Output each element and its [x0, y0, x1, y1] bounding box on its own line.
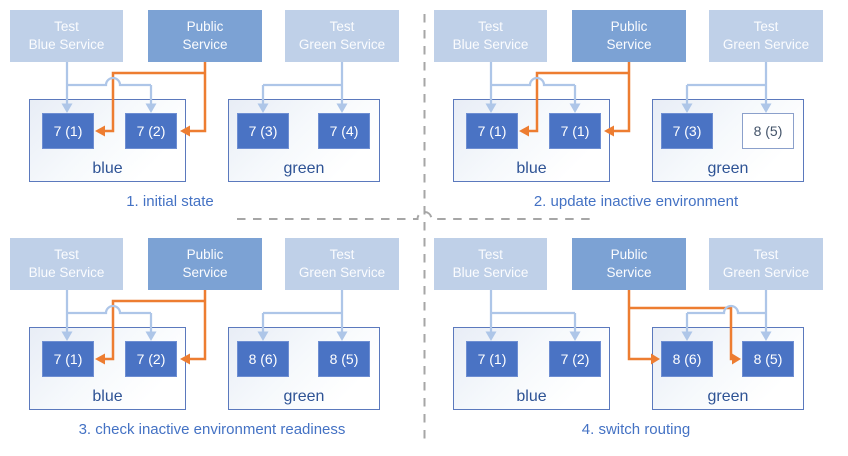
service-label-line: Public — [186, 247, 224, 263]
public-service-box: Public Service — [572, 10, 686, 62]
pod-box: 7 (2) — [125, 113, 177, 149]
service-label-line: Test — [329, 19, 355, 35]
panel-check-inactive-environment-readiness: blue green 7 (1) 7 (2) 8 (6) 8 (5) Test … — [0, 228, 424, 456]
pod-box: 7 (2) — [549, 341, 601, 377]
environment-label: blue — [516, 160, 547, 177]
pod-box: 7 (3) — [237, 113, 289, 149]
panel-initial-state: blue green 7 (1) 7 (2) 7 (3) 7 (4) Test … — [0, 0, 424, 228]
pod-box: 8 (6) — [237, 341, 289, 377]
pod-box: 7 (3) — [661, 113, 713, 149]
pod-box: 7 (2) — [125, 341, 177, 377]
service-label-line: Service — [182, 37, 228, 52]
test-service-arrows — [65, 62, 344, 104]
panel-caption: 3. check inactive environment readiness — [78, 421, 346, 438]
pod-box: 8 (5) — [318, 341, 370, 377]
panel-caption: 2. update inactive environment — [533, 193, 739, 210]
pod-box: 7 (1) — [42, 113, 94, 149]
service-label-line: Test — [329, 247, 355, 263]
service-label-line: Service — [606, 37, 652, 52]
service-label-line: Blue Service — [452, 265, 529, 280]
service-label-line: Service — [182, 265, 228, 280]
panel-switch-routing: blue green 7 (1) 7 (2) 8 (6) 8 (5) Test … — [424, 228, 848, 456]
pod-box: 7 (4) — [318, 113, 370, 149]
service-label-line: Test — [753, 19, 779, 35]
environment-label: green — [707, 388, 749, 405]
panel-update-inactive-environment: blue green 7 (1) 7 (1) 7 (3) 8 (5) Test … — [424, 0, 848, 228]
environment-label: green — [707, 160, 749, 177]
service-label-line: Blue Service — [28, 265, 105, 280]
service-label-line: Blue Service — [28, 37, 105, 52]
test-blue-service-box: Test Blue Service — [10, 238, 123, 290]
environment-label: blue — [92, 388, 123, 405]
test-service-arrows — [489, 290, 768, 332]
service-label-line: Public — [610, 19, 648, 35]
pod-box: 7 (1) — [549, 113, 601, 149]
test-green-service-box: Test Green Service — [285, 238, 399, 290]
pod-box: 8 (5) — [742, 341, 794, 377]
service-label-line: Green Service — [298, 265, 386, 280]
service-label-line: Green Service — [722, 37, 810, 52]
service-label-line: Test — [54, 247, 79, 263]
service-label-line: Green Service — [298, 37, 386, 52]
service-label-line: Public — [610, 247, 648, 263]
test-green-service-box: Test Green Service — [709, 10, 823, 62]
panel-caption: 4. switch routing — [581, 421, 691, 438]
public-service-box: Public Service — [148, 10, 262, 62]
service-label-line: Public — [186, 19, 224, 35]
panel-caption: 1. initial state — [126, 193, 214, 210]
service-label-line: Test — [753, 247, 779, 263]
service-label-line: Test — [54, 19, 79, 35]
environment-label: blue — [92, 160, 123, 177]
environment-label: green — [283, 388, 325, 405]
test-service-arrows — [65, 290, 344, 332]
pod-box: 8 (5) — [742, 113, 794, 149]
service-label-line: Test — [478, 19, 503, 35]
test-blue-service-box: Test Blue Service — [434, 10, 547, 62]
test-blue-service-box: Test Blue Service — [434, 238, 547, 290]
test-green-service-box: Test Green Service — [709, 238, 823, 290]
test-blue-service-box: Test Blue Service — [10, 10, 123, 62]
public-service-box: Public Service — [572, 238, 686, 290]
test-service-arrows — [489, 62, 768, 104]
service-label-line: Blue Service — [452, 37, 529, 52]
public-service-box: Public Service — [148, 238, 262, 290]
service-label-line: Green Service — [722, 265, 810, 280]
service-label-line: Test — [478, 247, 503, 263]
test-green-service-box: Test Green Service — [285, 10, 399, 62]
service-label-line: Service — [606, 265, 652, 280]
environment-label: blue — [516, 388, 547, 405]
pod-box: 7 (1) — [42, 341, 94, 377]
pod-box: 7 (1) — [466, 113, 518, 149]
environment-label: green — [283, 160, 325, 177]
pod-box: 7 (1) — [466, 341, 518, 377]
pod-box: 8 (6) — [661, 341, 713, 377]
